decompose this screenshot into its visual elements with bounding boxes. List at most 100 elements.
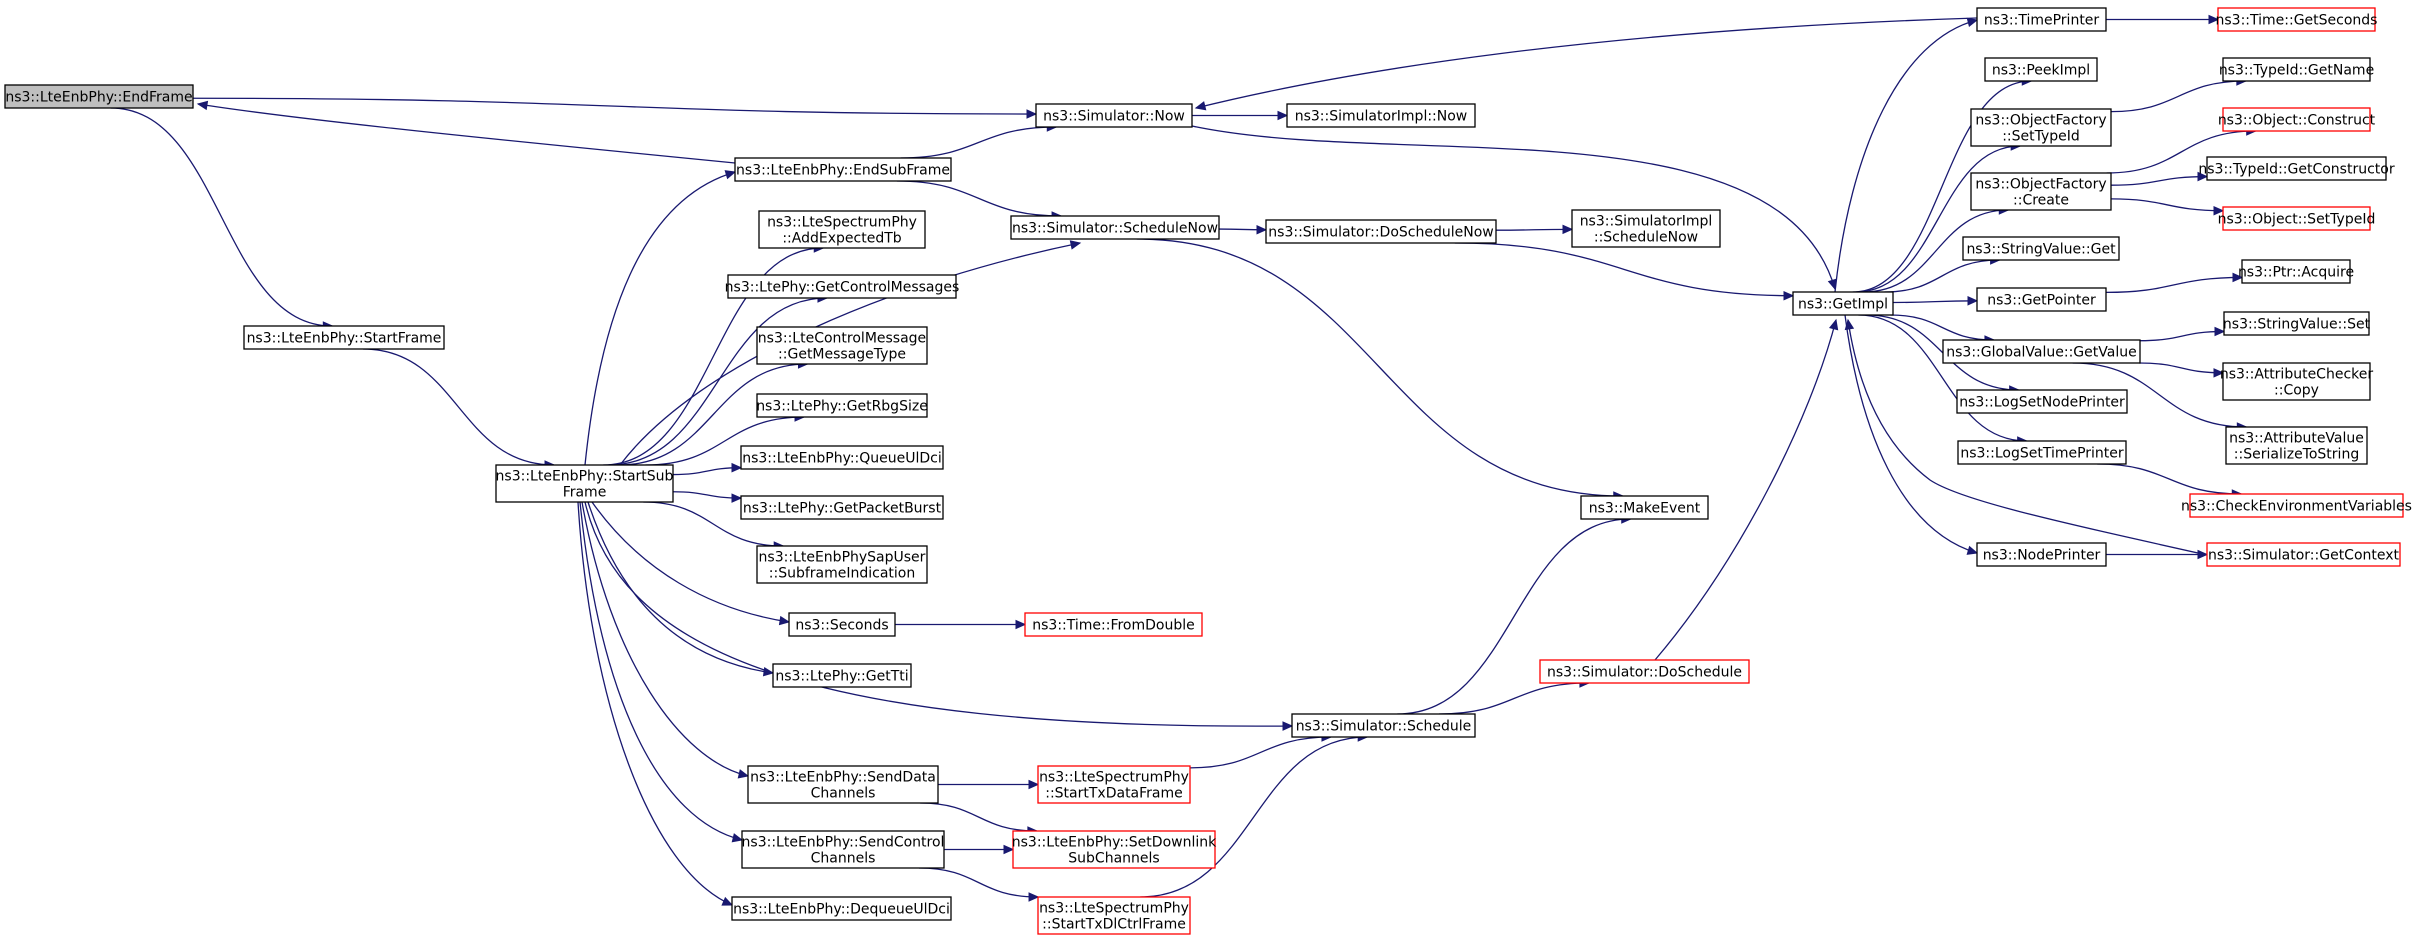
node-queueuldci[interactable]: ns3::LteEnbPhy::QueueUlDci bbox=[740, 445, 944, 470]
node-box[interactable] bbox=[1291, 713, 1476, 738]
node-typeidgetname[interactable]: ns3::TypeId::GetName bbox=[2219, 57, 2374, 82]
node-box[interactable] bbox=[2189, 493, 2404, 518]
node-logsettimeprinter[interactable]: ns3::LogSetTimePrinter bbox=[1957, 440, 2127, 465]
node-box[interactable] bbox=[740, 445, 944, 470]
node-box[interactable] bbox=[1037, 896, 1191, 935]
node-box[interactable] bbox=[495, 464, 674, 503]
node-box[interactable] bbox=[1976, 287, 2107, 312]
node-timegetseconds[interactable]: ns3::Time::GetSeconds bbox=[2216, 7, 2378, 32]
node-box[interactable] bbox=[2222, 107, 2371, 132]
node-box[interactable] bbox=[1539, 659, 1750, 684]
node-box[interactable] bbox=[2222, 57, 2371, 82]
node-starttxdataframe[interactable]: ns3::LteSpectrumPhy::StartTxDataFrame bbox=[1037, 765, 1191, 804]
node-simimplnow[interactable]: ns3::SimulatorImpl::Now bbox=[1286, 103, 1476, 128]
node-box[interactable] bbox=[1984, 57, 2098, 82]
node-doschedulenow[interactable]: ns3::Simulator::DoScheduleNow bbox=[1265, 219, 1497, 244]
node-box[interactable] bbox=[243, 325, 445, 350]
node-box[interactable] bbox=[1976, 7, 2107, 32]
node-getcontrolmessages[interactable]: ns3::LtePhy::GetControlMessages bbox=[725, 274, 960, 299]
node-box[interactable] bbox=[2217, 7, 2376, 32]
node-stringvalueget[interactable]: ns3::StringValue::Get bbox=[1962, 236, 2120, 261]
node-box[interactable] bbox=[788, 612, 896, 637]
node-getpointer[interactable]: ns3::GetPointer bbox=[1976, 287, 2107, 312]
node-simschedule[interactable]: ns3::Simulator::Schedule bbox=[1291, 713, 1476, 738]
node-dequeueuldci[interactable]: ns3::LteEnbPhy::DequeueUlDci bbox=[731, 896, 952, 921]
node-box[interactable] bbox=[1010, 215, 1220, 240]
node-box[interactable] bbox=[2206, 542, 2401, 567]
node-box[interactable] bbox=[1962, 236, 2120, 261]
node-ofsettypeid[interactable]: ns3::ObjectFactory::SetTypeId bbox=[1970, 108, 2112, 147]
node-endsubframe[interactable]: ns3::LteEnbPhy::EndSubFrame bbox=[734, 157, 952, 182]
node-box[interactable] bbox=[1942, 339, 2141, 364]
node-box[interactable] bbox=[734, 157, 952, 182]
node-peekimpl[interactable]: ns3::PeekImpl bbox=[1984, 57, 2098, 82]
node-box[interactable] bbox=[756, 326, 928, 365]
node-addexpectedtb[interactable]: ns3::LteSpectrumPhy::AddExpectedTb bbox=[758, 210, 926, 249]
node-ofcreate[interactable]: ns3::ObjectFactory::Create bbox=[1970, 172, 2112, 211]
node-box[interactable] bbox=[1957, 440, 2127, 465]
node-doschedule[interactable]: ns3::Simulator::DoSchedule bbox=[1539, 659, 1750, 684]
node-timeprinter[interactable]: ns3::TimePrinter bbox=[1976, 7, 2107, 32]
node-box[interactable] bbox=[2206, 156, 2387, 181]
node-box[interactable] bbox=[1265, 219, 1497, 244]
node-simschedulenow[interactable]: ns3::Simulator::ScheduleNow bbox=[1010, 215, 1220, 240]
node-box[interactable] bbox=[2222, 206, 2371, 231]
node-box[interactable] bbox=[740, 495, 944, 520]
node-checkenvironmentvariables[interactable]: ns3::CheckEnvironmentVariables bbox=[2181, 493, 2412, 518]
node-startframe[interactable]: ns3::LteEnbPhy::StartFrame bbox=[243, 325, 445, 350]
node-getpacketburst[interactable]: ns3::LtePhy::GetPacketBurst bbox=[740, 495, 944, 520]
node-box[interactable] bbox=[2225, 426, 2368, 465]
node-getrbgsize[interactable]: ns3::LtePhy::GetRbgSize bbox=[756, 393, 928, 418]
node-fromdouble[interactable]: ns3::Time::FromDouble bbox=[1024, 612, 1203, 637]
node-box[interactable] bbox=[1571, 209, 1721, 248]
node-getmessagetype[interactable]: ns3::LteControlMessage::GetMessageType bbox=[756, 326, 928, 365]
node-box[interactable] bbox=[1037, 765, 1191, 804]
node-box[interactable] bbox=[1792, 291, 1894, 316]
node-makeevent[interactable]: ns3::MakeEvent bbox=[1580, 495, 1709, 520]
node-attributevalueserialize[interactable]: ns3::AttributeValue::SerializeToString bbox=[2225, 426, 2368, 465]
node-stringvalueset[interactable]: ns3::StringValue::Set bbox=[2223, 311, 2371, 336]
node-box[interactable] bbox=[1012, 830, 1216, 869]
node-box[interactable] bbox=[1970, 172, 2112, 211]
node-box[interactable] bbox=[756, 393, 928, 418]
node-globalvaluegetvalue[interactable]: ns3::GlobalValue::GetValue bbox=[1942, 339, 2141, 364]
node-box[interactable] bbox=[758, 210, 926, 249]
node-nodeprinter[interactable]: ns3::NodePrinter bbox=[1976, 542, 2107, 567]
node-box[interactable] bbox=[1024, 612, 1203, 637]
node-starttxdlctrlframe[interactable]: ns3::LteSpectrumPhy::StartTxDlCtrlFrame bbox=[1037, 896, 1191, 935]
node-getimpl[interactable]: ns3::GetImpl bbox=[1792, 291, 1894, 316]
node-box[interactable] bbox=[2222, 362, 2371, 401]
node-box[interactable] bbox=[772, 663, 912, 688]
node-simimplschedulenow[interactable]: ns3::SimulatorImpl::ScheduleNow bbox=[1571, 209, 1721, 248]
node-box[interactable] bbox=[741, 830, 945, 869]
node-endframe[interactable]: ns3::LteEnbPhy::EndFrame bbox=[4, 84, 194, 109]
node-objectconstruct[interactable]: ns3::Object::Construct bbox=[2218, 107, 2376, 132]
node-simnow[interactable]: ns3::Simulator::Now bbox=[1035, 103, 1193, 128]
node-box[interactable] bbox=[727, 274, 957, 299]
node-logsetnodeprinter[interactable]: ns3::LogSetNodePrinter bbox=[1956, 389, 2128, 414]
node-box[interactable] bbox=[731, 896, 952, 921]
node-subframeindication[interactable]: ns3::LteEnbPhySapUser::SubframeIndicatio… bbox=[756, 545, 928, 584]
node-box[interactable] bbox=[2241, 259, 2351, 284]
node-box[interactable] bbox=[2223, 311, 2370, 336]
node-box[interactable] bbox=[4, 84, 194, 109]
node-box[interactable] bbox=[1035, 103, 1193, 128]
node-gettti[interactable]: ns3::LtePhy::GetTti bbox=[772, 663, 912, 688]
node-box[interactable] bbox=[747, 765, 939, 804]
node-simgetcontext[interactable]: ns3::Simulator::GetContext bbox=[2206, 542, 2401, 567]
node-box[interactable] bbox=[1970, 108, 2112, 147]
node-ptracquire[interactable]: ns3::Ptr::Acquire bbox=[2238, 259, 2354, 284]
node-box[interactable] bbox=[1956, 389, 2128, 414]
node-box[interactable] bbox=[1976, 542, 2107, 567]
node-box[interactable] bbox=[1580, 495, 1709, 520]
node-attributecheckercopy[interactable]: ns3::AttributeChecker::Copy bbox=[2220, 362, 2374, 401]
node-seconds[interactable]: ns3::Seconds bbox=[788, 612, 896, 637]
node-box[interactable] bbox=[756, 545, 928, 584]
node-box[interactable] bbox=[1286, 103, 1476, 128]
node-objectsettypeid[interactable]: ns3::Object::SetTypeId bbox=[2218, 206, 2376, 231]
node-typeidgetconstructor[interactable]: ns3::TypeId::GetConstructor bbox=[2198, 156, 2395, 181]
